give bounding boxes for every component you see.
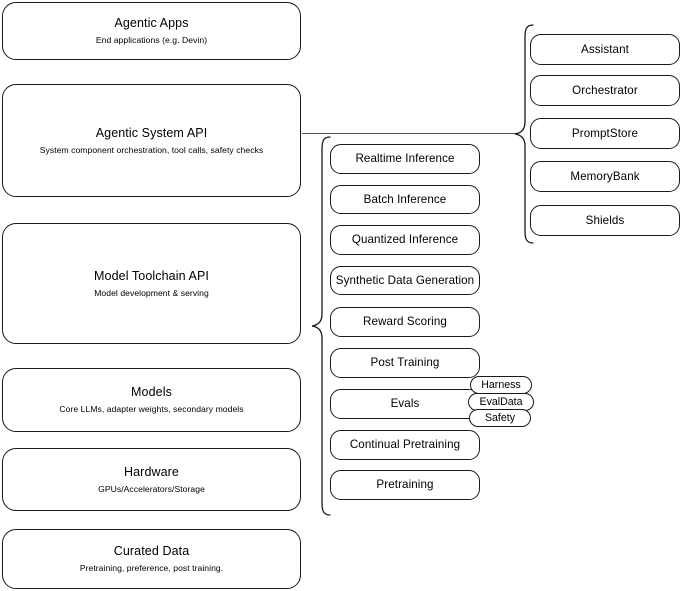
capability-box-quantized-inference[interactable]: Quantized Inference <box>330 225 480 255</box>
layer-subtitle: Model development & serving <box>94 287 209 298</box>
component-box-memorybank[interactable]: MemoryBank <box>530 161 680 192</box>
layer-title: Agentic System API <box>95 125 208 140</box>
layer-title: Curated Data <box>113 544 190 558</box>
brace-system-components <box>514 24 534 244</box>
component-label: Shields <box>585 213 625 227</box>
capability-box-reward-scoring[interactable]: Reward Scoring <box>330 307 480 337</box>
capability-box-realtime-inference[interactable]: Realtime Inference <box>330 144 480 174</box>
component-label: Orchestrator <box>572 83 638 97</box>
brace-toolchain <box>311 136 331 516</box>
capability-label: Quantized Inference <box>351 233 459 246</box>
connector-system-api-to-components <box>302 133 517 135</box>
capability-box-synthetic-data-generation[interactable]: Synthetic Data Generation <box>330 266 480 295</box>
component-box-promptstore[interactable]: PromptStore <box>530 118 680 149</box>
capability-box-continual-pretraining[interactable]: Continual Pretraining <box>330 430 480 460</box>
component-box-assistant[interactable]: Assistant <box>530 34 680 65</box>
layer-title: Agentic Apps <box>114 16 189 30</box>
component-label: PromptStore <box>571 126 639 140</box>
layer-box-agentic-system-api[interactable]: Agentic System API System component orch… <box>2 84 301 197</box>
layer-subtitle: Pretraining, preference, post training. <box>79 563 224 573</box>
layer-box-models[interactable]: Models Core LLMs, adapter weights, secon… <box>2 368 301 432</box>
layer-title: Hardware <box>124 464 179 479</box>
capability-box-batch-inference[interactable]: Batch Inference <box>330 185 480 214</box>
capability-label: Reward Scoring <box>363 315 447 328</box>
layer-title: Model Toolchain API <box>94 268 209 283</box>
layer-subtitle: System component orchestration, tool cal… <box>39 144 264 155</box>
capability-box-pretraining[interactable]: Pretraining <box>330 470 480 500</box>
component-label: MemoryBank <box>570 169 640 183</box>
component-label: Assistant <box>581 42 629 56</box>
layer-box-agentic-apps[interactable]: Agentic Apps End applications (e.g. Devi… <box>2 2 301 60</box>
capability-label: Batch Inference <box>363 192 447 206</box>
capability-label: Evals <box>390 397 420 410</box>
component-box-orchestrator[interactable]: Orchestrator <box>530 75 680 106</box>
layer-subtitle: Core LLMs, adapter weights, secondary mo… <box>59 404 244 414</box>
layer-box-model-toolchain-api[interactable]: Model Toolchain API Model development & … <box>2 223 301 344</box>
capability-label: Synthetic Data Generation <box>335 273 475 287</box>
eval-pill-safety[interactable]: Safety <box>469 409 531 427</box>
layer-box-hardware[interactable]: Hardware GPUs/Accelerators/Storage <box>2 448 301 511</box>
capability-label: Continual Pretraining <box>349 438 461 451</box>
layer-subtitle: GPUs/Accelerators/Storage <box>98 483 205 494</box>
capability-box-post-training[interactable]: Post Training <box>330 348 480 378</box>
capability-box-evals[interactable]: Evals <box>330 389 480 419</box>
capability-label: Realtime Inference <box>355 152 455 165</box>
layer-box-curated-data[interactable]: Curated Data Pretraining, preference, po… <box>2 529 301 589</box>
layer-subtitle: End applications (e.g. Devin) <box>95 35 208 45</box>
eval-pill-harness[interactable]: Harness <box>470 376 532 394</box>
layer-title: Models <box>131 385 172 399</box>
component-box-shields[interactable]: Shields <box>530 205 680 236</box>
capability-label: Pretraining <box>376 478 434 491</box>
capability-label: Post Training <box>370 356 440 369</box>
